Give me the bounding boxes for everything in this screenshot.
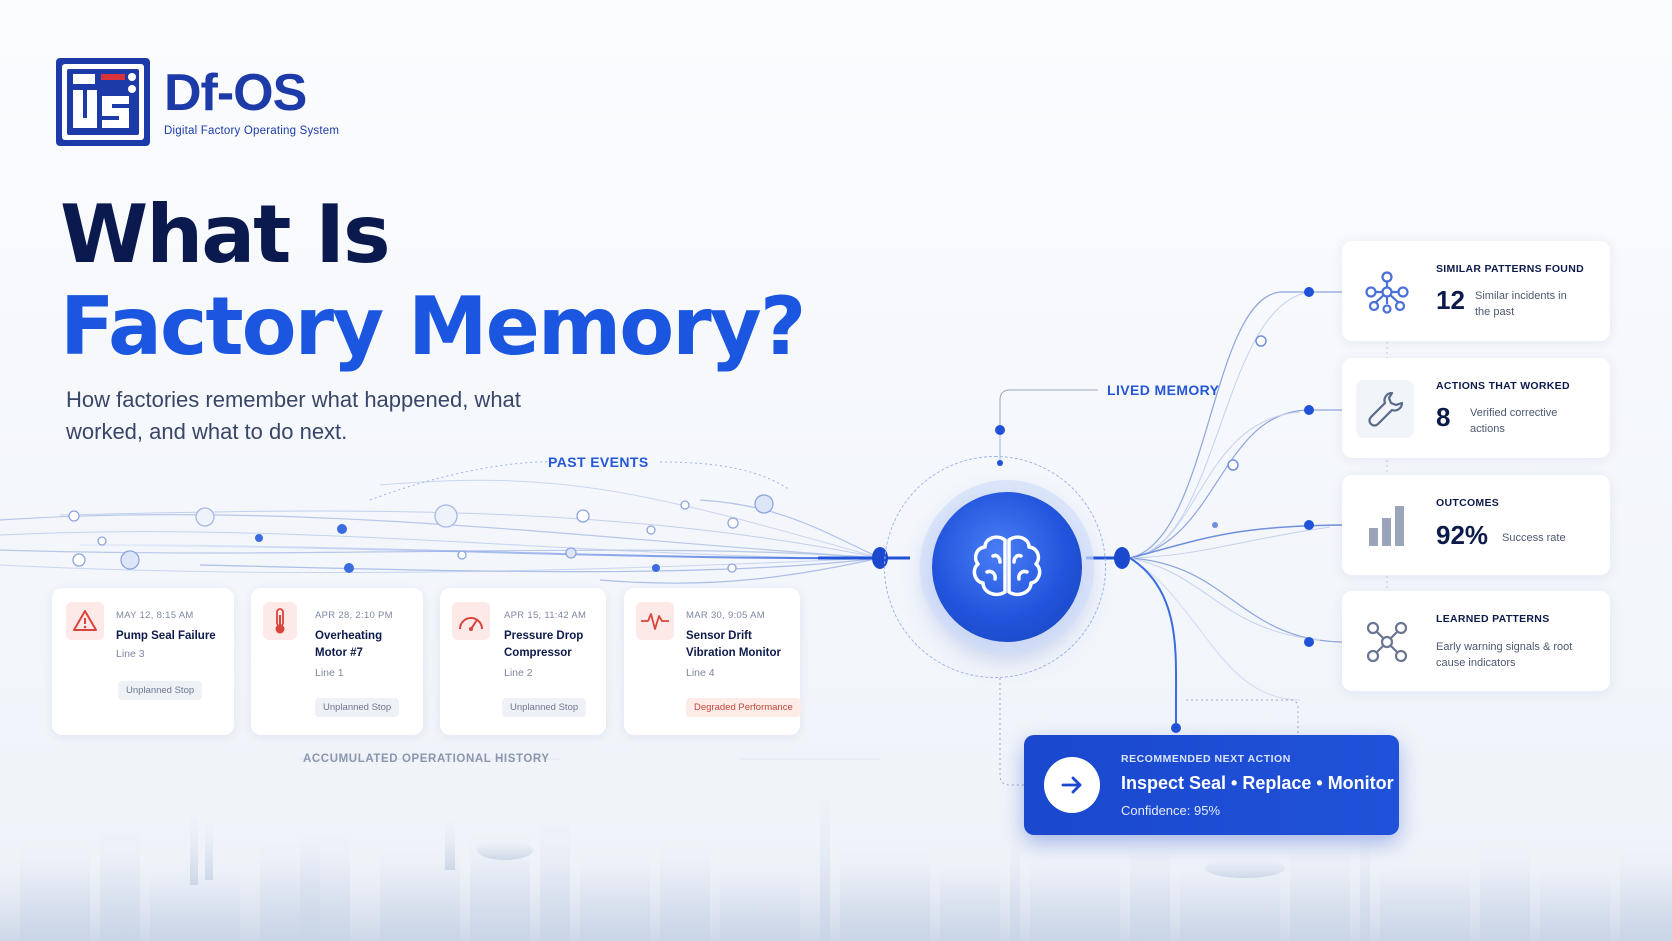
brand-subtitle: Digital Factory Operating System — [164, 125, 340, 137]
gauge-icon — [452, 602, 490, 640]
metric-card[interactable]: LEARNED PATTERNS Early warning signals &… — [1342, 591, 1610, 691]
metric-card[interactable]: SIMILAR PATTERNS FOUND 12 Similar incide… — [1342, 241, 1610, 341]
metric-title: LEARNED PATTERNS — [1436, 613, 1550, 625]
waveform-icon — [636, 602, 674, 640]
brand-title: Df-OS — [164, 64, 307, 122]
metric-title: OUTCOMES — [1436, 497, 1500, 509]
metric-title: ACTIONS THAT WORKED — [1436, 380, 1570, 392]
event-tag: Unplanned Stop — [502, 698, 587, 717]
metric-title: SIMILAR PATTERNS FOUND — [1436, 263, 1584, 275]
metric-description: Success rate — [1502, 532, 1566, 544]
arrow-right-icon[interactable] — [1044, 757, 1100, 813]
history-label: ACCUMULATED OPERATIONAL HISTORY — [303, 753, 550, 765]
event-card[interactable]: MAY 12, 8:15 AM Pump Seal Failure Line 3… — [52, 588, 234, 735]
brain-icon — [972, 535, 1042, 597]
event-tag: Unplanned Stop — [118, 681, 203, 700]
event-line: Line 1 — [315, 667, 344, 679]
event-tag: Unplanned Stop — [315, 698, 400, 717]
metric-description: Early warning signals & root cause indic… — [1436, 641, 1573, 669]
metric-description: Similar incidents in the past — [1475, 290, 1567, 318]
event-line: Line 3 — [116, 648, 145, 660]
headline-line-2: Factory Memory? — [60, 280, 806, 373]
thermometer-icon — [263, 602, 297, 640]
metric-value: 8 — [1436, 402, 1451, 432]
recommendation-action: Inspect Seal • Replace • Monitor — [1121, 773, 1394, 793]
factory-skyline — [0, 790, 1672, 941]
event-line: Line 4 — [686, 667, 715, 679]
recommendation-label: RECOMMENDED NEXT ACTION — [1121, 753, 1291, 765]
lived-memory-label: LIVED MEMORY — [1107, 382, 1220, 398]
molecule-icon — [1362, 617, 1412, 667]
event-date: APR 28, 2:10 PM — [315, 610, 393, 621]
metric-value: 92% — [1436, 520, 1489, 550]
event-date: MAY 12, 8:15 AM — [116, 610, 194, 621]
metric-card[interactable]: OUTCOMES 92% Success rate — [1342, 475, 1610, 575]
event-title: Overheating Motor #7 — [315, 630, 383, 659]
event-tag: Degraded Performance — [686, 698, 801, 717]
df-os-logo-icon — [56, 58, 150, 146]
event-title: Pump Seal Failure — [116, 630, 216, 642]
event-card[interactable]: APR 15, 11:42 AM Pressure Drop Compresso… — [440, 588, 606, 735]
headline-line-1: What Is — [60, 188, 391, 281]
event-title: Sensor Drift Vibration Monitor — [686, 630, 781, 659]
memory-hub-ring — [884, 456, 1106, 678]
memory-hub[interactable] — [932, 492, 1082, 642]
lived-memory-connector — [995, 389, 1098, 466]
warning-icon — [66, 602, 104, 640]
metric-value: 12 — [1436, 285, 1465, 315]
event-card[interactable]: APR 28, 2:10 PM Overheating Motor #7 Lin… — [251, 588, 423, 735]
metric-card[interactable]: ACTIONS THAT WORKED 8 Verified correctiv… — [1342, 358, 1610, 458]
wrench-icon — [1356, 380, 1414, 438]
event-date: APR 15, 11:42 AM — [504, 610, 587, 621]
event-line: Line 2 — [504, 667, 533, 679]
brand-logo: Df-OS Digital Factory Operating System — [56, 58, 339, 146]
event-date: MAR 30, 9:05 AM — [686, 610, 765, 621]
network-icon — [1362, 267, 1412, 317]
bar-chart-icon — [1362, 501, 1412, 551]
event-title: Pressure Drop Compressor — [504, 630, 584, 659]
recommended-action-card[interactable]: RECOMMENDED NEXT ACTION Inspect Seal • R… — [1024, 735, 1399, 835]
headline-subtitle: How factories remember what happened, wh… — [66, 387, 521, 444]
past-events-label: PAST EVENTS — [548, 454, 649, 470]
event-card[interactable]: MAR 30, 9:05 AM Sensor Drift Vibration M… — [624, 588, 801, 735]
metric-description: Verified corrective actions — [1470, 407, 1558, 435]
recommendation-confidence: Confidence: 95% — [1121, 803, 1221, 818]
